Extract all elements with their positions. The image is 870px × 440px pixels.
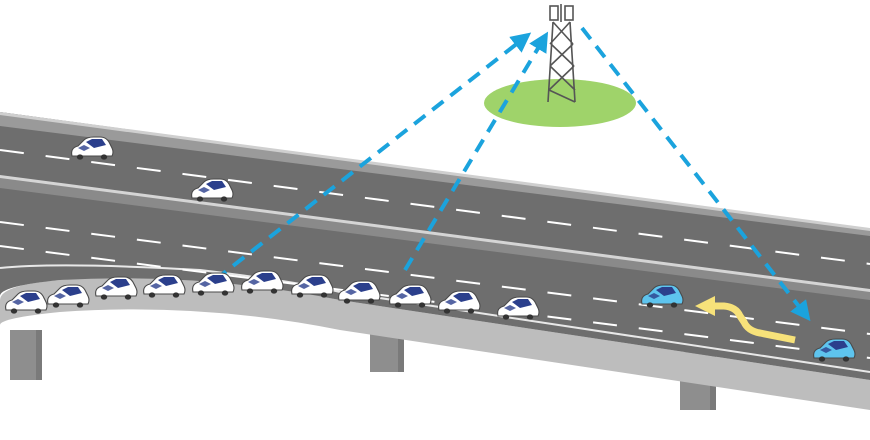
queued-car bbox=[389, 284, 432, 308]
signal-arrows bbox=[213, 26, 811, 322]
queued-car bbox=[143, 274, 186, 298]
traffic-car bbox=[71, 136, 114, 160]
queued-car bbox=[291, 274, 334, 298]
queued-car bbox=[47, 284, 90, 308]
connected-car bbox=[813, 338, 856, 362]
lane-markings bbox=[0, 149, 870, 359]
tower-ground-patch bbox=[484, 79, 636, 127]
vehicles bbox=[5, 136, 856, 362]
median-barrier bbox=[0, 176, 870, 300]
queued-car bbox=[338, 280, 381, 304]
road-deck-side bbox=[0, 277, 870, 410]
queued-car bbox=[192, 272, 235, 296]
connected-car bbox=[641, 284, 684, 308]
queued-car bbox=[5, 290, 48, 314]
lane-change-arrow-icon bbox=[695, 296, 796, 344]
queued-car bbox=[438, 290, 481, 314]
queued-car bbox=[497, 296, 540, 320]
cell-tower-icon bbox=[547, 4, 576, 103]
queued-car bbox=[95, 276, 138, 300]
queued-car bbox=[241, 270, 284, 294]
signal-arrow-left bbox=[213, 32, 532, 282]
traffic-car bbox=[191, 178, 234, 202]
signal-arrow-right bbox=[580, 26, 811, 322]
